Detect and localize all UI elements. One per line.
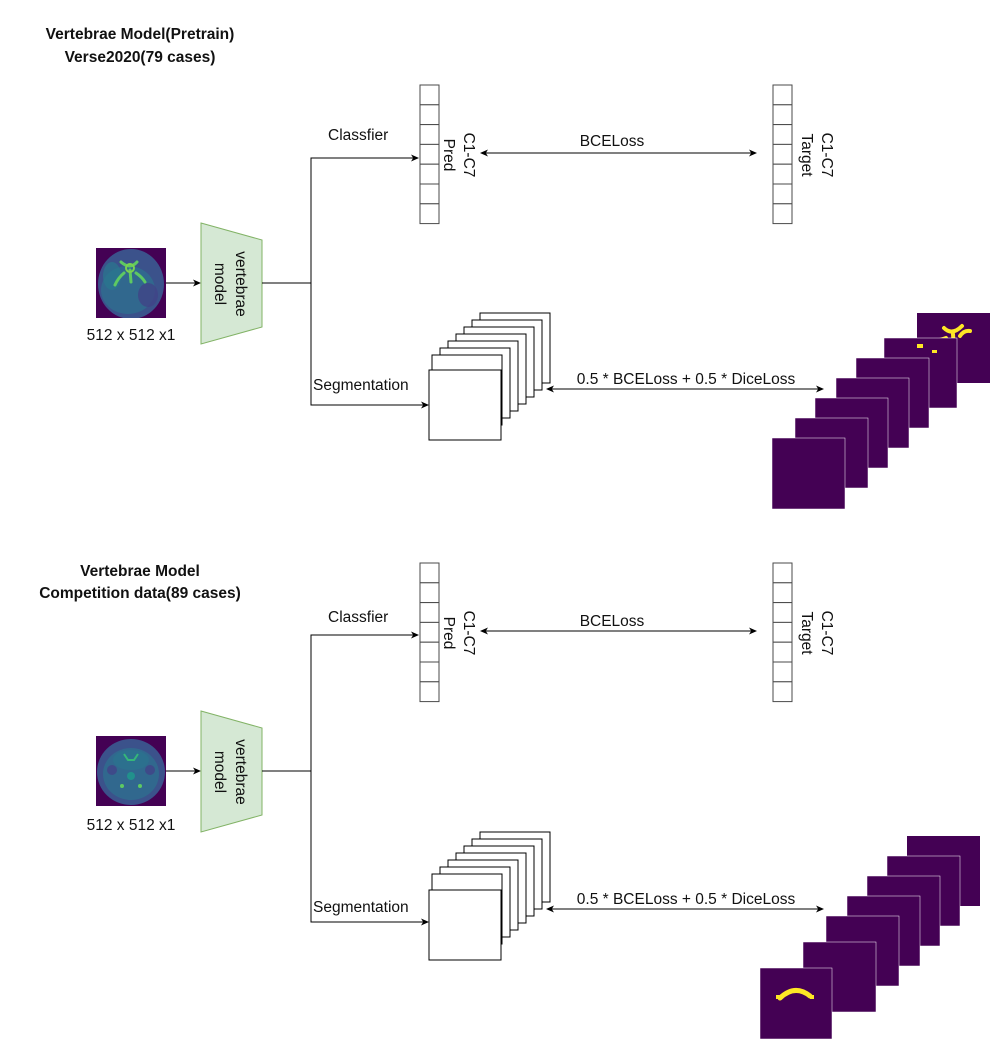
pred-label: C1-C7 bbox=[460, 611, 477, 656]
bce-loss-label: BCELoss bbox=[580, 613, 645, 630]
vector-cell bbox=[419, 562, 440, 584]
vector-cell bbox=[772, 183, 793, 205]
input-ct-slice bbox=[96, 248, 166, 318]
panel-subtitle: Verse2020(79 cases) bbox=[65, 49, 216, 66]
input-size-label: 512 x 512 x1 bbox=[87, 817, 176, 834]
vector-cell bbox=[772, 562, 793, 584]
model-label: vertebrae bbox=[232, 739, 249, 804]
pred-vector bbox=[419, 84, 440, 225]
pred-label: Pred bbox=[440, 139, 457, 172]
pred-label: C1-C7 bbox=[460, 133, 477, 178]
segmentation-label: Segmentation bbox=[313, 899, 409, 916]
pred-label: Pred bbox=[440, 617, 457, 650]
vector-cell bbox=[419, 104, 440, 126]
vector-cell bbox=[772, 661, 793, 683]
vector-cell bbox=[419, 641, 440, 663]
vector-cell bbox=[419, 163, 440, 185]
seg-loss-label: 0.5 * BCELoss + 0.5 * DiceLoss bbox=[577, 371, 796, 388]
bce-loss-label: BCELoss bbox=[580, 133, 645, 150]
target-label: Target bbox=[798, 611, 815, 655]
vector-cell bbox=[419, 681, 440, 703]
seg-target-stack bbox=[759, 836, 980, 1040]
vector-cell bbox=[419, 183, 440, 205]
target-vector bbox=[772, 84, 793, 225]
vector-cell bbox=[772, 104, 793, 126]
model-label: model bbox=[211, 751, 228, 793]
vertebrae-model-block bbox=[200, 222, 263, 345]
seg-loss-label: 0.5 * BCELoss + 0.5 * DiceLoss bbox=[577, 891, 796, 908]
target-vector bbox=[772, 562, 793, 703]
pred-vector bbox=[419, 562, 440, 703]
input-ct-slice bbox=[96, 736, 166, 806]
vector-cell bbox=[772, 641, 793, 663]
model-label: model bbox=[211, 263, 228, 305]
vector-cell bbox=[772, 163, 793, 185]
panel-pretrain: Vertebrae Model(Pretrain) Verse2020(79 c… bbox=[46, 26, 990, 510]
seg-pred-stack bbox=[428, 312, 551, 441]
segmentation-label: Segmentation bbox=[313, 377, 409, 394]
segmentation-branch-arrow bbox=[310, 771, 429, 926]
vector-cell bbox=[772, 143, 793, 165]
seg-pred-stack bbox=[428, 831, 551, 961]
vector-cell bbox=[419, 621, 440, 643]
vector-cell bbox=[419, 124, 440, 145]
panel-competition: Vertebrae Model Competition data(89 case… bbox=[39, 562, 980, 1040]
target-label: C1-C7 bbox=[818, 611, 835, 656]
vector-cell bbox=[772, 84, 793, 106]
model-label: vertebrae bbox=[232, 251, 249, 316]
target-label: C1-C7 bbox=[818, 133, 835, 178]
vector-cell bbox=[419, 661, 440, 683]
classifier-label: Classfier bbox=[328, 127, 388, 144]
panel-title: Vertebrae Model(Pretrain) bbox=[46, 26, 235, 43]
classifier-label: Classfier bbox=[328, 609, 388, 626]
vector-cell bbox=[419, 582, 440, 604]
vector-cell bbox=[772, 203, 793, 225]
vector-cell bbox=[419, 84, 440, 106]
vector-cell bbox=[772, 124, 793, 145]
vector-cell bbox=[772, 621, 793, 643]
panel-title: Vertebrae Model bbox=[80, 563, 200, 580]
vector-cell bbox=[772, 582, 793, 604]
vector-cell bbox=[419, 143, 440, 165]
classifier-branch-arrow bbox=[262, 154, 419, 284]
vector-cell bbox=[772, 681, 793, 703]
target-label: Target bbox=[798, 133, 815, 177]
vector-cell bbox=[419, 602, 440, 623]
classifier-branch-arrow bbox=[262, 631, 419, 772]
segmentation-branch-arrow bbox=[310, 283, 429, 409]
input-size-label: 512 x 512 x1 bbox=[87, 327, 176, 344]
vertebrae-model-block bbox=[200, 710, 263, 833]
seg-target-stack bbox=[771, 313, 990, 510]
panel-subtitle: Competition data(89 cases) bbox=[39, 585, 241, 602]
vector-cell bbox=[772, 602, 793, 623]
vector-cell bbox=[419, 203, 440, 225]
